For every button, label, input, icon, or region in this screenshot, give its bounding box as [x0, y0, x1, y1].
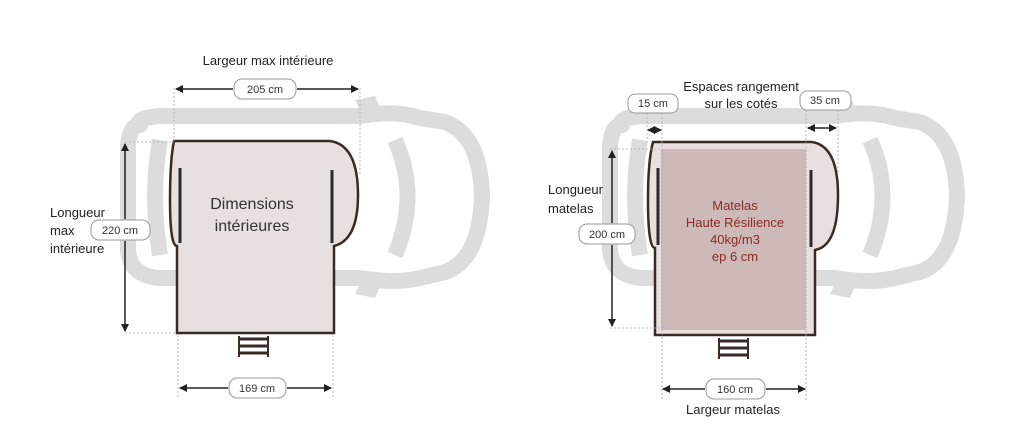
left-storage-value: 15 cm	[638, 98, 668, 110]
width-value-pill	[233, 78, 297, 100]
length-value: 220 cm	[102, 225, 138, 237]
right-storage-pill	[799, 90, 852, 111]
left-diagram: Dimensions intérieures Largeur max intér…	[50, 53, 490, 399]
mattress-length-label-line1: Longueur	[548, 182, 604, 197]
tent-outline	[168, 139, 360, 335]
center-label-line2: intérieures	[215, 218, 290, 235]
max-width-title: Largeur max intérieure	[203, 53, 334, 68]
bottom-width-value: 169 cm	[239, 383, 275, 395]
width-value: 205 cm	[247, 84, 283, 96]
length-label-line1: Longueur	[50, 205, 106, 220]
mattress-width-value: 160 cm	[717, 384, 753, 396]
car-silhouette	[602, 96, 965, 298]
left-storage-pill	[627, 93, 679, 114]
mattress	[661, 149, 806, 330]
mattress-width-label: Largeur matelas	[686, 402, 780, 417]
car-silhouette	[120, 96, 490, 298]
mattress-length-pill	[578, 223, 636, 245]
length-label-line2: max	[50, 223, 75, 238]
ladder-icon	[718, 338, 749, 359]
right-storage-value: 35 cm	[810, 95, 840, 107]
mattress-label-line4: ep 6 cm	[712, 249, 758, 264]
center-label-line1: Dimensions	[210, 196, 294, 213]
storage-label-line1: Espaces rangement	[683, 79, 799, 94]
mattress-label-line1: Matelas	[712, 198, 758, 213]
length-value-pill	[90, 219, 151, 241]
mattress-label-line3: 40kg/m3	[710, 232, 760, 247]
mattress-length-value: 200 cm	[589, 229, 625, 241]
right-diagram: Matelas Haute Résilience 40kg/m3 ep 6 cm…	[548, 79, 965, 417]
ladder-icon	[238, 336, 269, 357]
mattress-length-label-line2: matelas	[548, 201, 594, 216]
mattress-width-pill	[705, 378, 766, 400]
length-label-line3: intérieure	[50, 241, 104, 256]
bottom-width-pill	[228, 377, 287, 399]
mattress-label-line2: Haute Résilience	[686, 215, 784, 230]
storage-label-line2: sur les cotés	[705, 96, 778, 111]
